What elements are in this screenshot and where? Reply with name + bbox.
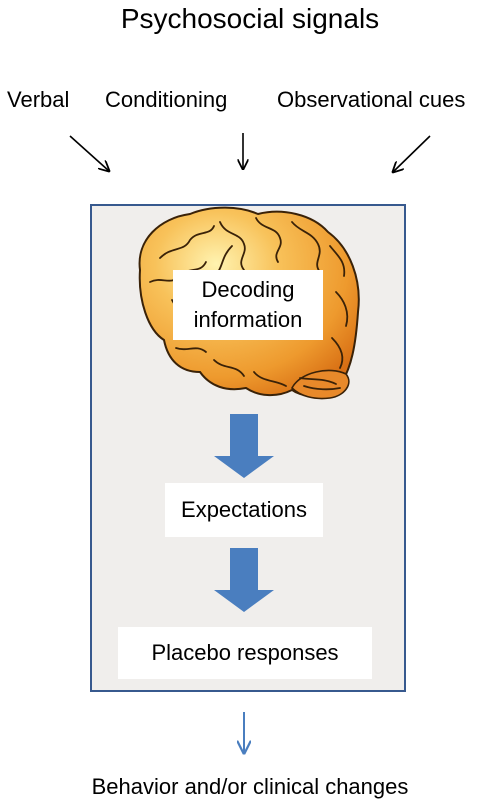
diagram-title: Psychosocial signals bbox=[120, 3, 380, 34]
outcome-label: Behavior and/or clinical changes bbox=[91, 774, 409, 799]
decoding-line-1: Decoding bbox=[201, 277, 295, 302]
expectations-box: Expectations bbox=[165, 483, 323, 537]
signal-verbal: Verbal bbox=[7, 87, 70, 112]
arrow-observational bbox=[393, 135, 431, 172]
placebo-responses-box: Placebo responses bbox=[118, 627, 372, 679]
expectations-label: Expectations bbox=[181, 497, 307, 522]
block-arrow-2 bbox=[214, 548, 274, 612]
decoding-line-2: information bbox=[193, 307, 303, 332]
block-arrow-1 bbox=[214, 414, 274, 478]
arrow-verbal bbox=[69, 135, 109, 171]
placebo-responses-label: Placebo responses bbox=[151, 640, 339, 665]
signal-conditioning: Conditioning bbox=[105, 87, 228, 112]
signal-observational-cues: Observational cues bbox=[277, 87, 466, 112]
decoding-information-box: Decoding information bbox=[173, 270, 323, 340]
